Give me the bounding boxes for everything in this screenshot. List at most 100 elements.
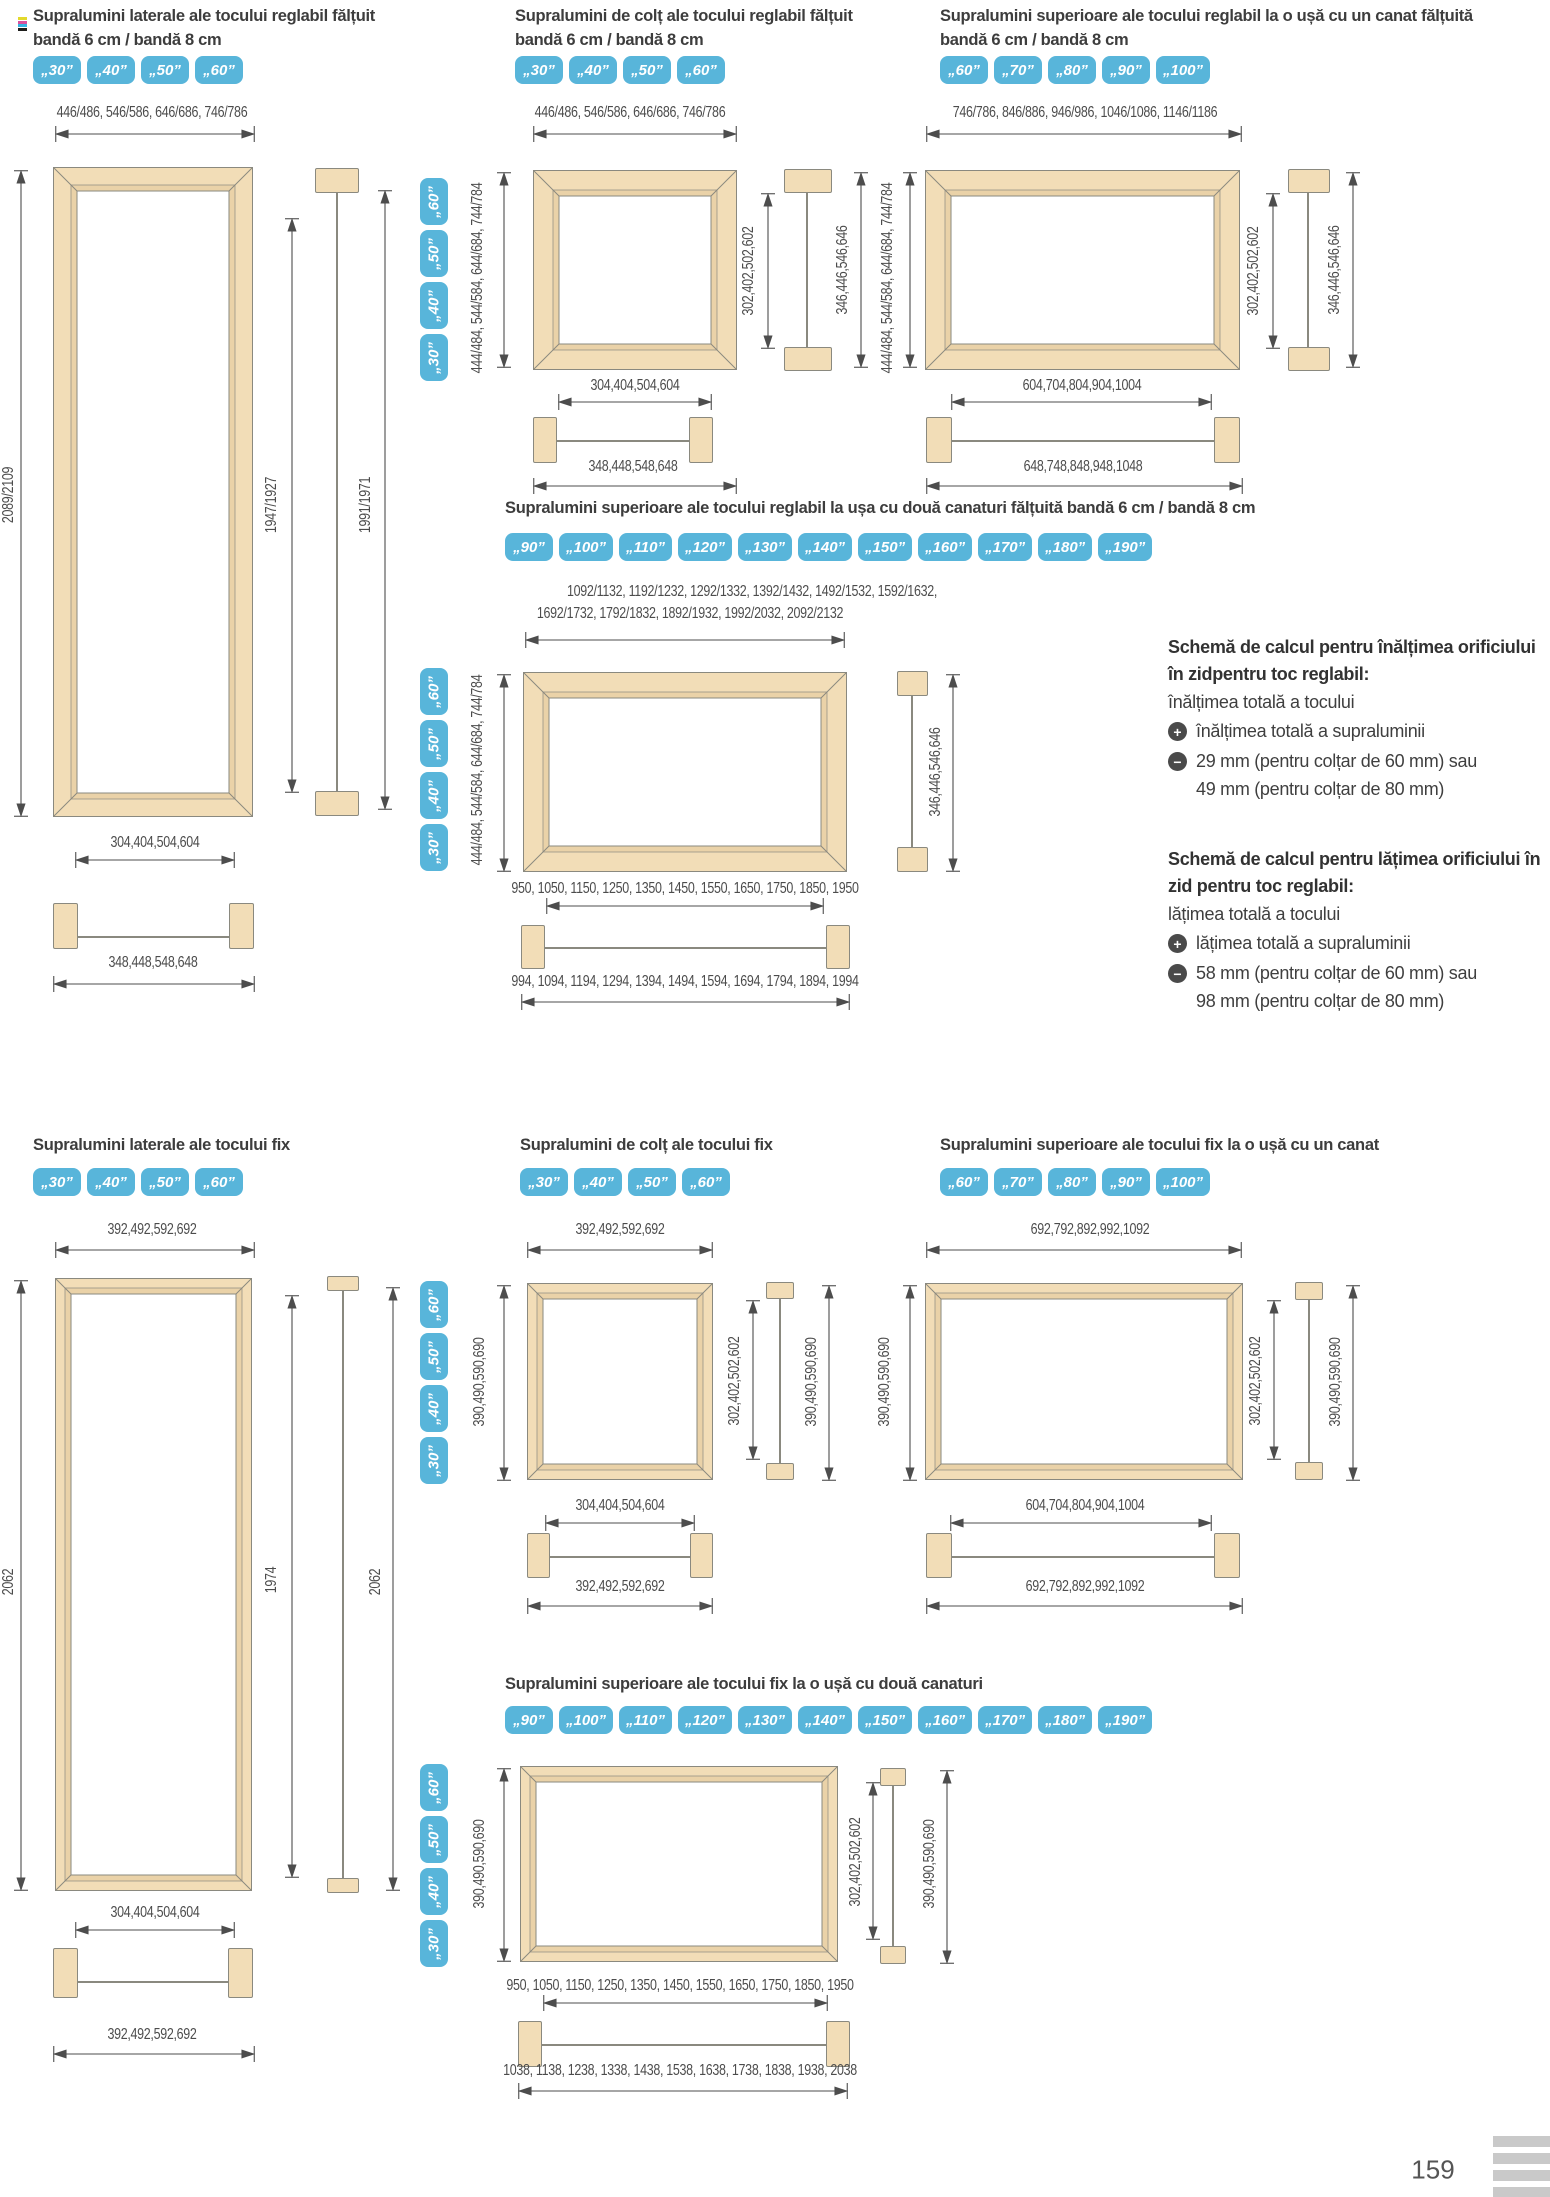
size-tag-row: „90”„100”„110”„120”„130”„140”„150”„160”„…	[505, 1706, 1153, 1734]
size-tag: „30”	[33, 1168, 81, 1196]
profile-line	[952, 440, 1214, 442]
size-tag: „30”	[515, 56, 563, 84]
dimension-label: 304,404,504,604	[590, 377, 680, 394]
dimension-label: 302,402,502,602	[726, 1336, 743, 1426]
profile-clip	[315, 791, 359, 816]
dimension-arrow	[903, 1284, 917, 1482]
dimension-label: 1974	[263, 1566, 280, 1594]
profile-line	[892, 1786, 894, 1946]
dimension-arrow	[854, 171, 868, 369]
profile-clip	[766, 1463, 794, 1480]
dimension-label: 950, 1050, 1150, 1250, 1350, 1450, 1550,…	[506, 1977, 854, 1994]
dimension-arrow	[761, 192, 775, 350]
dimension-arrow	[74, 1922, 236, 1938]
dimension-arrow	[524, 632, 846, 648]
section-title: Supralumini superioare ale tocului regla…	[505, 499, 1256, 517]
profile-line	[545, 947, 826, 949]
section-title: Supralumini de colț ale tocului fix	[520, 1136, 773, 1154]
profile-line	[342, 1291, 344, 1879]
dimension-label: 1947/1927	[263, 476, 280, 534]
minus-icon: −	[1168, 964, 1187, 983]
dimension-label: 444/484, 544/584, 644/684, 744/784	[469, 674, 486, 866]
dimension-arrow	[497, 1767, 511, 1963]
section-title-line2: bandă 6 cm / bandă 8 cm	[33, 31, 222, 49]
size-tag: „110”	[619, 533, 672, 561]
size-tag: „110”	[619, 1706, 672, 1734]
dimension-label: 604,704,804,904,1004	[1022, 377, 1142, 394]
size-tag: „150”	[858, 1706, 913, 1734]
size-tag: „100”	[559, 1706, 614, 1734]
dimension-arrow	[52, 976, 256, 992]
dimension-arrow	[545, 898, 825, 914]
dimension-arrow	[1267, 1299, 1281, 1461]
size-tag: „180”	[1038, 1706, 1093, 1734]
profile-clip	[784, 347, 832, 371]
size-tag-rotated: „60”	[420, 1281, 448, 1328]
size-tag: „150”	[858, 533, 913, 561]
dimension-arrow	[285, 217, 299, 794]
size-tag-row: „30”„40”„50”„60”	[33, 56, 243, 84]
size-tag: „40”	[87, 1168, 135, 1196]
dimension-arrow	[925, 126, 1243, 142]
size-tag: „180”	[1038, 533, 1093, 561]
dimension-label: 692,792,892,992,1092	[1030, 1221, 1150, 1238]
dimension-label: 390,490,590,690	[921, 1819, 938, 1909]
dimension-arrow	[940, 1769, 954, 1965]
section-title: Supralumini superioare ale tocului fix l…	[505, 1675, 983, 1693]
dimension-label: 346,446,546,646	[927, 727, 944, 817]
dimension-label: 446/486, 546/586, 646/686, 746/786	[56, 104, 248, 121]
dimension-arrow	[544, 1515, 696, 1531]
dimension-arrow	[949, 1515, 1213, 1531]
dimension-label: 2062	[367, 1568, 384, 1596]
profile-cross-section	[518, 2021, 542, 2067]
dimension-arrow	[1266, 192, 1280, 350]
dimension-label: 648,748,848,948,1048	[1023, 458, 1143, 475]
size-tag: „60”	[682, 1168, 730, 1196]
calc-title: în zidpentru toc reglabil:	[1168, 664, 1370, 684]
size-tag: „50”	[623, 56, 671, 84]
profile-clip	[327, 1878, 359, 1893]
dimension-arrow	[497, 171, 511, 369]
size-tag-row: „30”„40”„50”„60”	[33, 1168, 243, 1196]
section-title: Supralumini de colț ale tocului reglabil…	[515, 4, 853, 52]
size-tag: „140”	[798, 533, 853, 561]
dimension-arrow	[54, 1242, 256, 1258]
section-title-line2: bandă 6 cm / bandă 8 cm	[515, 31, 704, 49]
profile-cross-section	[228, 1948, 253, 1998]
profile-cross-section	[533, 417, 557, 463]
size-tag: „50”	[141, 1168, 189, 1196]
profile-cross-section	[826, 2021, 850, 2067]
dimension-arrow	[1346, 171, 1360, 369]
size-tag: „120”	[677, 1706, 732, 1734]
size-tag-column: „30”„40”„50”„60”	[420, 1281, 448, 1484]
calc-text: lățimea totală a supraluminii	[1196, 933, 1411, 953]
dimension-arrow	[532, 126, 738, 142]
size-tag-rotated: „50”	[420, 1333, 448, 1380]
dimension-label: 302,402,502,602	[740, 226, 757, 316]
frame-diagram	[523, 672, 847, 872]
dimension-arrow	[542, 1995, 829, 2011]
dimension-label: 346,446,546,646	[834, 225, 851, 315]
dimension-arrow	[532, 478, 738, 494]
dimension-label: 1991/1971	[357, 476, 374, 534]
size-tag: „30”	[33, 56, 81, 84]
size-tag: „60”	[195, 56, 243, 84]
size-tag: „50”	[628, 1168, 676, 1196]
dimension-arrow	[1346, 1284, 1360, 1482]
dimension-arrow	[520, 994, 851, 1010]
size-tag: „40”	[569, 56, 617, 84]
dimension-arrow	[526, 1598, 714, 1614]
dimension-label: 1692/1732, 1792/1832, 1892/1932, 1992/20…	[536, 605, 844, 622]
profile-clip	[897, 847, 928, 872]
profile-clip	[315, 168, 359, 193]
minus-icon: −	[1168, 752, 1187, 771]
profile-line	[542, 2044, 826, 2046]
dimension-label: 302,402,502,602	[1245, 226, 1262, 316]
profile-line	[911, 696, 913, 847]
profile-line	[78, 936, 229, 938]
dimension-label: 392,492,592,692	[575, 1578, 665, 1595]
profile-clip	[1288, 347, 1330, 371]
size-tag-rotated: „30”	[420, 1920, 448, 1967]
size-tag: „60”	[195, 1168, 243, 1196]
